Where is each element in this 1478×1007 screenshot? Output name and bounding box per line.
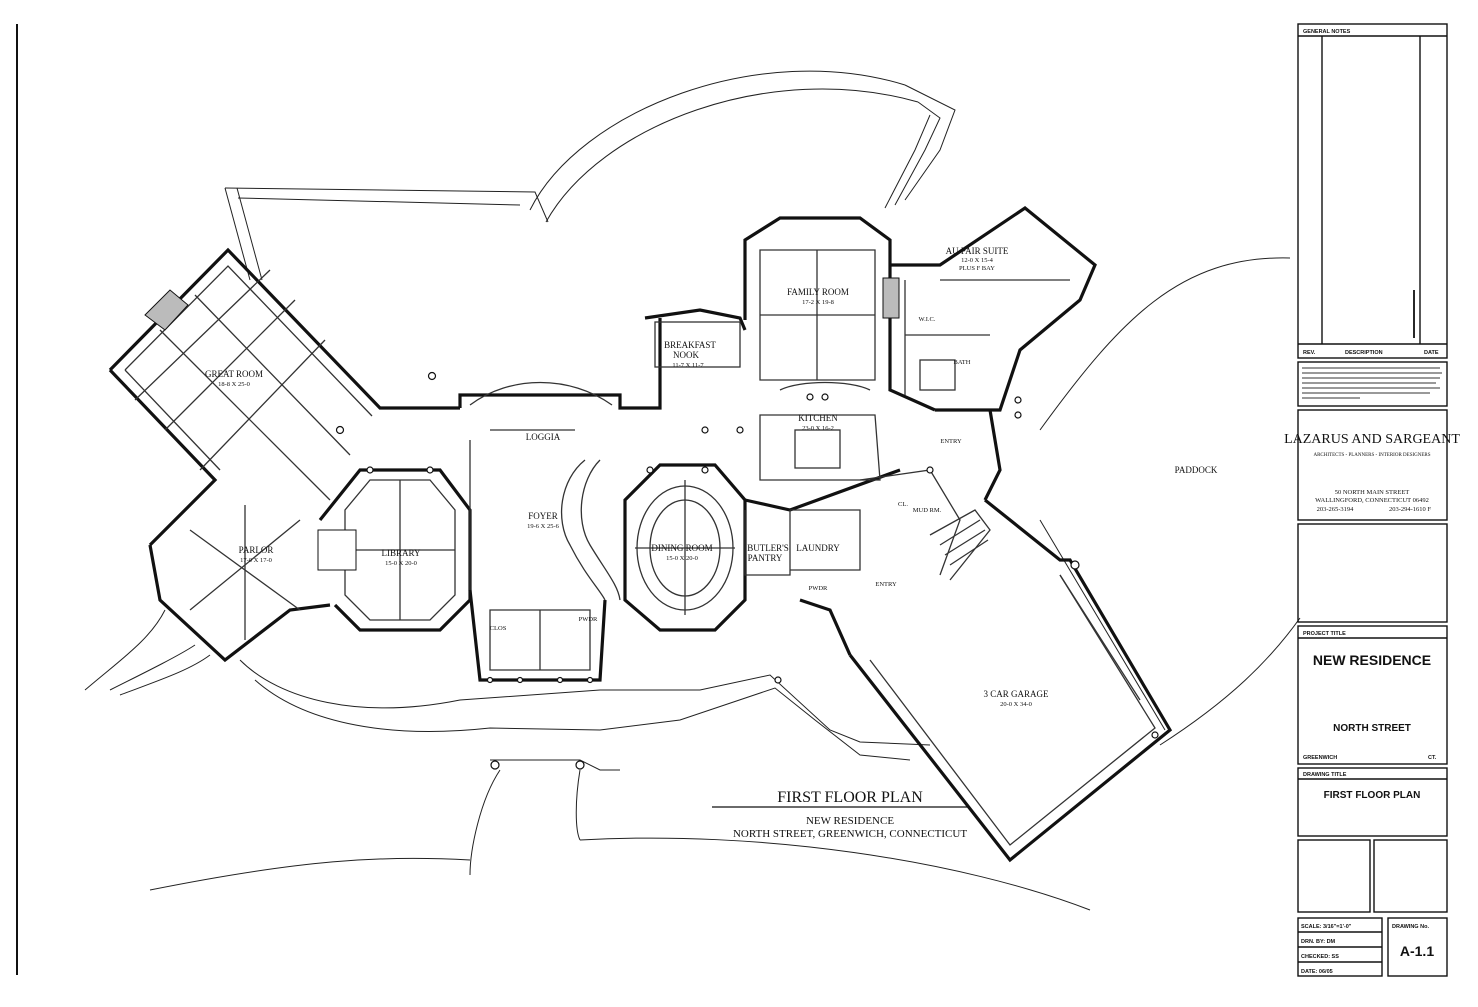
fireplaces	[144, 277, 900, 571]
interior-walls	[124, 249, 1156, 846]
project-street: NORTH STREET	[1333, 723, 1411, 734]
drawing-number: A-1.1	[1400, 943, 1434, 959]
drawing-no-label: DRAWING No.	[1392, 924, 1429, 930]
kitchen-dim: 23-0 X 16-2	[802, 425, 834, 432]
firm-phone: 203-265-3194	[1317, 506, 1355, 513]
site-lines	[84, 70, 1301, 911]
garage-label: 3 CAR GARAGE	[983, 689, 1049, 699]
laundry-label: LAUNDRY	[796, 543, 840, 553]
drawing-title-text: FIRST FLOOR PLAN	[777, 789, 923, 806]
drawing-subtitle-2: NORTH STREET, GREENWICH, CONNECTICUT	[733, 828, 967, 840]
butlers-label: BUTLER'S	[747, 543, 789, 553]
cl-label: CL.	[898, 501, 908, 508]
firm-address-1: 50 NORTH MAIN STREET	[1335, 489, 1410, 496]
pwdr-label-2: PWDR	[579, 616, 598, 623]
loggia-label: LOGGIA	[526, 432, 561, 442]
project-town: GREENWICH	[1303, 755, 1337, 761]
pwdr-label-1: PWDR	[809, 585, 828, 592]
checked-value: CHECKED: SS	[1301, 954, 1339, 960]
breakfast-label: BREAKFAST	[664, 340, 716, 350]
firm-notes-block	[1302, 367, 1442, 399]
description-label: DESCRIPTION	[1345, 350, 1383, 356]
general-notes-label: GENERAL NOTES	[1303, 29, 1351, 35]
project-state: CT.	[1428, 755, 1437, 761]
au-pair-suite-label: AU PAIR SUITE	[946, 246, 1009, 256]
au-pair-suite-dim: 12-0 X 15-4	[961, 257, 994, 264]
foyer-dim: 19-6 X 25-6	[527, 523, 560, 530]
great-room-dim: 18-8 X 25-0	[218, 381, 250, 388]
mud-rm-label: MUD RM.	[913, 507, 942, 514]
date-label: DATE	[1424, 350, 1439, 356]
breakfast-nook-dim: 11-7 X 11-7	[672, 362, 704, 369]
project-title-label: PROJECT TITLE	[1303, 631, 1346, 637]
family-room-label: FAMILY ROOM	[787, 287, 849, 297]
date-value: DATE: 06/05	[1301, 969, 1333, 975]
drawing-subtitle-1: NEW RESIDENCE	[806, 815, 894, 827]
au-pair-suite-dim-2: PLUS F BAY	[959, 265, 995, 272]
clos-label: CLOS	[490, 625, 507, 632]
scale-value: SCALE: 3/16"=1'-0"	[1301, 924, 1352, 930]
parlor-label: PARLOR	[239, 545, 274, 555]
garage-dim: 20-0 X 34-0	[1000, 701, 1032, 708]
dining-room-dim: 15-0 X 20-0	[666, 555, 698, 562]
firm-address-2: WALLINGFORD, CONNECTICUT 06492	[1315, 497, 1429, 504]
columns	[335, 371, 1159, 770]
dining-room-label: DINING ROOM	[651, 543, 712, 553]
title-block-text: GENERAL NOTES REV. DESCRIPTION DATE LAZA…	[1284, 29, 1460, 975]
drawing-title-block-text: FIRST FLOOR PLAN	[1324, 790, 1421, 801]
entry-label-1: ENTRY	[940, 438, 962, 445]
great-room-label: GREAT ROOM	[205, 369, 263, 379]
exterior-walls	[108, 206, 1173, 863]
firm-subtitle: ARCHITECTS - PLANNERS - INTERIOR DESIGNE…	[1313, 453, 1430, 458]
rev-label: REV.	[1303, 350, 1316, 356]
nook-label: NOOK	[673, 350, 699, 360]
wic-label: W.I.C.	[919, 316, 936, 323]
parlor-dim: 17-0 X 17-0	[240, 557, 272, 564]
title-block	[1297, 23, 1448, 977]
drawing-title: FIRST FLOOR PLAN NEW RESIDENCE NORTH STR…	[712, 789, 968, 840]
firm-fax: 203-294-1610 F	[1389, 506, 1431, 513]
bath-label: BATH	[954, 359, 971, 366]
foyer-label: FOYER	[528, 511, 558, 521]
kitchen-label: KITCHEN	[798, 413, 838, 423]
library-label: LIBRARY	[381, 548, 421, 558]
library-dim: 15-0 X 20-0	[385, 560, 417, 567]
family-room-dim: 17-2 X 19-8	[802, 299, 834, 306]
pantry-label: PANTRY	[748, 553, 783, 563]
paddock-label: PADDOCK	[1175, 465, 1218, 475]
project-title: NEW RESIDENCE	[1313, 652, 1431, 668]
entry-label-2: ENTRY	[875, 581, 897, 588]
drawing-title-label: DRAWING TITLE	[1303, 772, 1347, 778]
firm-name: LAZARUS AND SARGEANT	[1284, 432, 1460, 447]
drawn-by-value: DRN. BY: DM	[1301, 939, 1336, 945]
room-labels: GREAT ROOM 18-8 X 25-0 PARLOR 17-0 X 17-…	[205, 246, 1218, 708]
